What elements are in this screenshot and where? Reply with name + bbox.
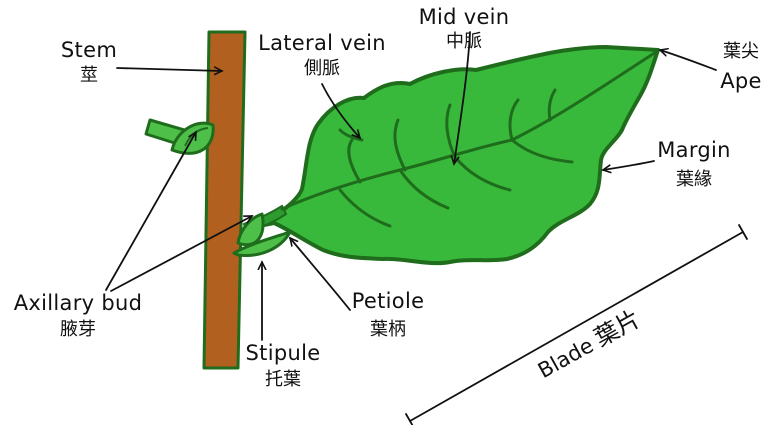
leaf-blade bbox=[264, 47, 658, 263]
margin-pointer bbox=[603, 161, 654, 170]
mid-vein-label: Mid vein bbox=[419, 7, 510, 28]
margin-label: Margin bbox=[657, 140, 731, 161]
stem-pointer bbox=[117, 68, 222, 71]
axillary-bud-label-zh: 腋芽 bbox=[60, 321, 96, 339]
stem-shape bbox=[204, 32, 245, 368]
stipule-label: Stipule bbox=[246, 343, 321, 364]
apex-label: Ape bbox=[720, 71, 762, 92]
petiole-label: Petiole bbox=[352, 291, 425, 312]
lateral-vein-label-zh: 側脈 bbox=[304, 60, 340, 78]
axillary-bud-label: Axillary bud bbox=[14, 293, 142, 314]
petiole-label-zh: 葉柄 bbox=[370, 321, 406, 339]
mid-vein-label-zh: 中脈 bbox=[446, 33, 482, 51]
stem-label: Stem bbox=[61, 40, 117, 61]
stipule-label-zh: 托葉 bbox=[265, 371, 301, 389]
axillary-bud-pointer-1 bbox=[106, 132, 196, 290]
lateral-vein-label: Lateral vein bbox=[258, 33, 386, 54]
apex-label-zh: 葉尖 bbox=[723, 43, 759, 61]
upper-axillary-bud bbox=[146, 120, 213, 153]
apex-pointer bbox=[660, 50, 716, 70]
stem-label-zh: 莖 bbox=[80, 67, 98, 85]
margin-label-zh: 葉緣 bbox=[676, 171, 712, 189]
